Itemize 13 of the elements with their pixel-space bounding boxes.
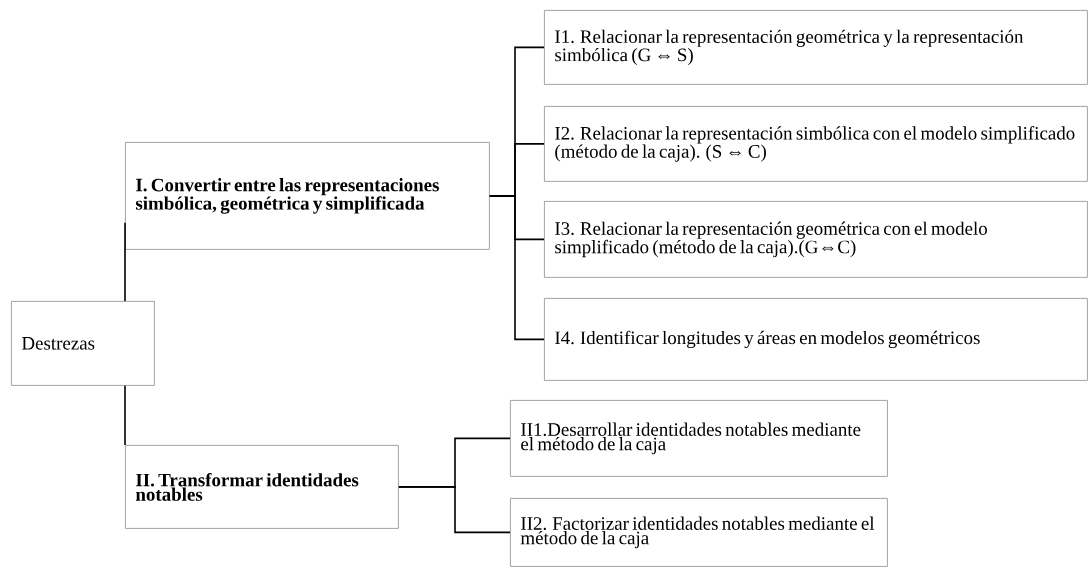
skill-box: I3. Relacionar la representación geométrica con el modelo simplificado (método de la caja).(G⇔C) [544, 201, 1088, 278]
category-box: I. Convertir entre las representaciones simbólica, geométrica y simplificada [125, 142, 490, 250]
skill-box: I1. Relacionar la representación geométrica y la representación simbólica (G ⇔ S) [544, 10, 1088, 85]
skill-box: I2. Relacionar la representación simbólica con el modelo simplificado (método de la caja). (S ⇔ C) [544, 106, 1088, 182]
skill-box: I4. Identificar longitudes y áreas en modelos geométricos [544, 298, 1088, 381]
connector-line [124, 222, 126, 302]
skill-box: II2. Factorizar identidades notables mediante el método de la caja [510, 498, 888, 567]
connector-line [124, 385, 126, 446]
root-box: Destrezas [11, 301, 155, 386]
category-box: II. Transformar identidades notables [125, 445, 399, 529]
connector-line [398, 486, 511, 534]
skill-box: II1.Desarrollar identidades notables mediante el método de la caja [510, 400, 888, 477]
connector-line [489, 195, 545, 341]
